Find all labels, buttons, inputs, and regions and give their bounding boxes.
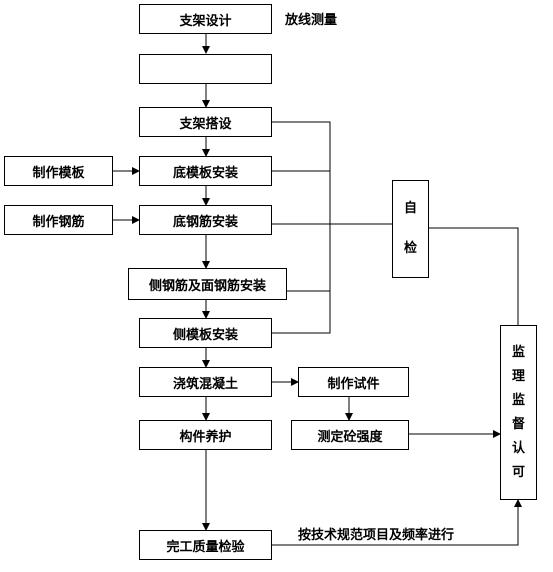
step-member-curing: 构件养护 (139, 420, 272, 450)
step-make-rebar: 制作钢筋 (4, 205, 113, 235)
self-check-char: 检 (403, 241, 417, 256)
step-bottom-formwork-install: 底模板安装 (139, 156, 272, 186)
step-completion-quality-inspection: 完工质量检验 (139, 530, 272, 560)
supervision-char: 理 (511, 368, 525, 384)
step-measure-concrete-strength: 测定砼强度 (291, 420, 409, 450)
step-pour-concrete: 浇筑混凝土 (139, 367, 272, 397)
supervision-char: 督 (511, 416, 525, 432)
self-check-bracket (272, 121, 331, 334)
step-side-formwork-install: 侧模板安装 (139, 318, 272, 348)
step-support-design: 支架设计 (139, 4, 272, 34)
supervision-char: 认 (511, 440, 525, 456)
step-make-test-specimen: 制作试件 (298, 367, 409, 397)
step-make-formwork: 制作模板 (4, 156, 113, 186)
arrow-inspection-to-supervision (272, 499, 522, 546)
step-side-face-rebar-install: 侧钢筋及面钢筋安装 (128, 268, 287, 300)
annotation-layout-survey: 放线测量 (285, 13, 338, 28)
supervision-char: 监 (511, 344, 525, 360)
supervision-char: 监 (511, 392, 525, 408)
annotation-frequency-note: 按技术规范项目及频率进行 (298, 528, 455, 543)
self-check-box: 自 检 (392, 180, 429, 278)
supervision-char: 可 (511, 464, 525, 480)
step-support-erection: 支架搭设 (139, 107, 272, 137)
self-check-char: 自 (403, 201, 417, 216)
supervision-approval-box: 监 理 监 督 认 可 (500, 325, 537, 500)
self-check-to-supervision (429, 227, 519, 325)
step-bottom-rebar-install: 底钢筋安装 (139, 205, 272, 235)
step-blank (139, 54, 272, 84)
